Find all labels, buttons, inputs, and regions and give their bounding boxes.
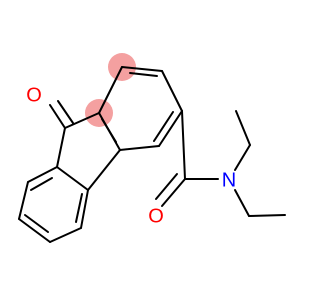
bond-upper-ring-4 — [119, 145, 160, 151]
bond-ketone-2 — [57, 100, 74, 124]
bond-ethyl-lower-2 — [248, 214, 286, 217]
bond-lower-ring-1 — [27, 166, 58, 183]
chemical-structure-diagram: O O N — [18, 53, 286, 243]
bond-ethyl-upper-2 — [235, 110, 251, 146]
bonds-group — [18, 66, 286, 243]
bond-ketone-1 — [49, 104, 66, 129]
bond-five-ring-4 — [87, 149, 121, 191]
bond-upper-ring-double-1 — [129, 72, 158, 77]
amide-oxygen-label: O — [148, 205, 164, 227]
bond-lower-ring-double-2 — [24, 214, 49, 233]
bond-lower-ring-5 — [80, 189, 89, 229]
bond-upper-ring-double-2 — [153, 111, 174, 142]
bond-upper-ring-2 — [161, 70, 183, 112]
bond-amide-carbonyl-1 — [161, 178, 186, 207]
bond-lower-ring-2 — [18, 181, 29, 220]
bond-upper-ring-1 — [121, 66, 163, 72]
bond-upper-ring-6 — [98, 66, 123, 114]
bond-upper-ring-double-3 — [101, 118, 117, 143]
bond-lower-ring-4 — [49, 227, 82, 243]
amide-nitrogen-label: N — [222, 169, 236, 191]
bond-ethyl-upper-1 — [234, 144, 251, 171]
bond-five-ring-2 — [56, 127, 66, 168]
ketone-oxygen-label: O — [26, 84, 42, 106]
bond-five-ring-1 — [64, 112, 100, 129]
atom-labels-group: O O N — [26, 84, 236, 227]
bond-lower-ring-3 — [18, 218, 51, 243]
bond-lower-ring-double-3 — [75, 193, 83, 223]
bond-amide-carbonyl-2 — [155, 173, 178, 200]
bond-five-ring-3 — [56, 166, 89, 191]
bond-ethyl-lower-1 — [234, 189, 250, 217]
bond-lower-ring-double-1 — [30, 177, 53, 191]
bond-amide-carbon — [181, 110, 186, 180]
bond-upper-ring-3 — [158, 110, 183, 147]
